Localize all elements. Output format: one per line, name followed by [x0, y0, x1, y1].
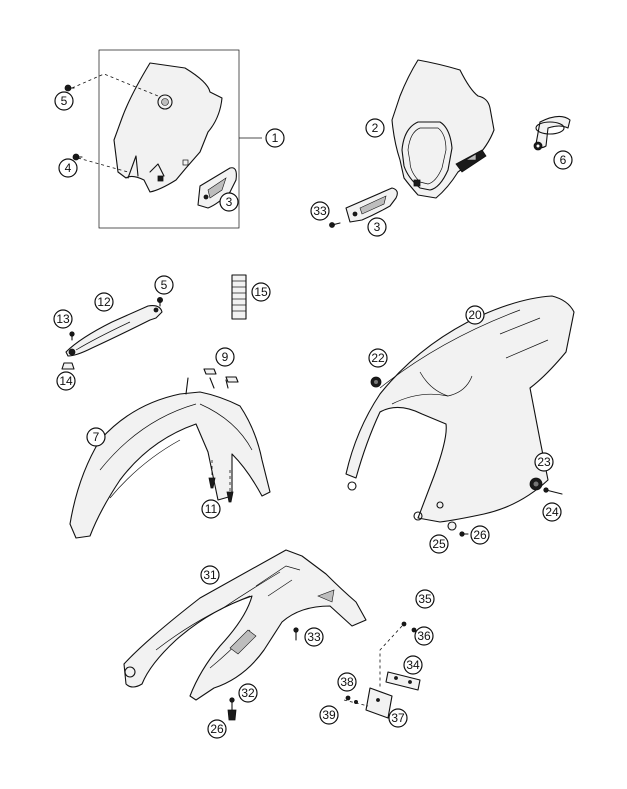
callout-35: 35 — [415, 589, 435, 609]
washer-14 — [61, 362, 75, 370]
callout-1: 1 — [265, 128, 285, 148]
screw-5-mid — [156, 296, 163, 307]
callout-32: 32 — [238, 683, 258, 703]
screw-33-top — [329, 222, 341, 228]
svg-text:2: 2 — [372, 121, 379, 135]
svg-text:24: 24 — [545, 505, 559, 519]
svg-text:22: 22 — [371, 351, 385, 365]
bracket-37 — [365, 687, 393, 719]
callout-3-left: 3 — [219, 192, 239, 212]
svg-text:3: 3 — [374, 220, 381, 234]
callout-33-top: 33 — [310, 201, 330, 221]
svg-text:39: 39 — [322, 708, 336, 722]
callout-34: 34 — [403, 655, 423, 675]
svg-text:33: 33 — [313, 204, 327, 218]
callout-24: 24 — [542, 502, 562, 522]
callout-25: 25 — [429, 534, 449, 554]
svg-text:25: 25 — [432, 537, 446, 551]
svg-text:14: 14 — [59, 374, 73, 388]
svg-text:32: 32 — [241, 686, 255, 700]
callout-9: 9 — [215, 347, 235, 367]
callout-15: 15 — [251, 282, 271, 302]
cover-3-left — [197, 167, 237, 209]
screw-26-right — [459, 531, 469, 537]
svg-text:33: 33 — [307, 630, 321, 644]
svg-text:15: 15 — [254, 285, 268, 299]
callout-39: 39 — [319, 705, 339, 725]
svg-text:36: 36 — [417, 629, 431, 643]
callout-2: 2 — [365, 118, 385, 138]
callout-20: 20 — [465, 305, 485, 325]
svg-text:35: 35 — [418, 592, 432, 606]
svg-text:7: 7 — [93, 430, 100, 444]
callout-12: 12 — [94, 292, 114, 312]
svg-text:26: 26 — [473, 528, 487, 542]
svg-text:4: 4 — [65, 161, 72, 175]
screw-5-left — [64, 84, 75, 92]
callout-23: 23 — [534, 452, 554, 472]
callout-22: 22 — [368, 348, 388, 368]
svg-text:5: 5 — [61, 94, 68, 108]
headlight-mask-2 — [391, 59, 495, 199]
screws-38-39 — [343, 695, 369, 707]
svg-text:12: 12 — [97, 295, 111, 309]
callout-11: 11 — [201, 499, 221, 519]
callout-7: 7 — [86, 427, 106, 447]
callout-3-right: 3 — [367, 217, 387, 237]
callout-6: 6 — [553, 150, 573, 170]
screw-33-bottom — [293, 627, 299, 641]
svg-text:26: 26 — [210, 722, 224, 736]
air-filter-15 — [231, 274, 247, 320]
screw-32 — [229, 697, 235, 711]
svg-text:34: 34 — [406, 658, 420, 672]
screws-11 — [208, 460, 234, 503]
bracket-34 — [385, 671, 421, 691]
callout-33-bottom: 33 — [304, 627, 324, 647]
svg-text:1: 1 — [272, 131, 279, 145]
front-fender-7 — [69, 377, 271, 539]
grommet-23 — [529, 477, 543, 491]
cover-3-right — [345, 187, 398, 223]
headlight-mask-left — [71, 62, 223, 193]
screws-35-36 — [379, 621, 417, 688]
screw-13 — [69, 331, 75, 341]
screw-24 — [543, 487, 563, 495]
callout-36: 36 — [414, 626, 434, 646]
svg-text:31: 31 — [203, 568, 217, 582]
callout-38: 38 — [337, 672, 357, 692]
svg-text:11: 11 — [205, 502, 218, 516]
svg-text:13: 13 — [56, 312, 70, 326]
assembly-1-frame — [98, 49, 262, 229]
chain-guard-12 — [65, 305, 163, 357]
svg-text:38: 38 — [340, 675, 354, 689]
callout-13: 13 — [53, 309, 73, 329]
callout-5-mid: 5 — [154, 275, 174, 295]
callout-14: 14 — [56, 371, 76, 391]
rear-fender-20 — [345, 295, 575, 523]
callout-26-bottom: 26 — [207, 719, 227, 739]
washer-25 — [447, 521, 457, 531]
svg-text:9: 9 — [222, 350, 229, 364]
plates-9 — [203, 368, 239, 383]
svg-text:23: 23 — [537, 455, 551, 469]
callout-5-top: 5 — [54, 91, 74, 111]
svg-text:20: 20 — [468, 308, 482, 322]
bracket-6 — [533, 115, 571, 151]
svg-text:6: 6 — [560, 153, 567, 167]
callout-31: 31 — [200, 565, 220, 585]
grommet-22 — [370, 376, 382, 388]
svg-text:3: 3 — [226, 195, 233, 209]
screw-4-left — [72, 153, 83, 161]
callout-37: 37 — [388, 708, 408, 728]
rear-fender-31 — [123, 549, 367, 701]
svg-text:5: 5 — [161, 278, 168, 292]
screw-26-bottom — [227, 709, 237, 721]
callout-26-right: 26 — [470, 525, 490, 545]
callout-4: 4 — [58, 158, 78, 178]
svg-text:37: 37 — [391, 711, 405, 725]
